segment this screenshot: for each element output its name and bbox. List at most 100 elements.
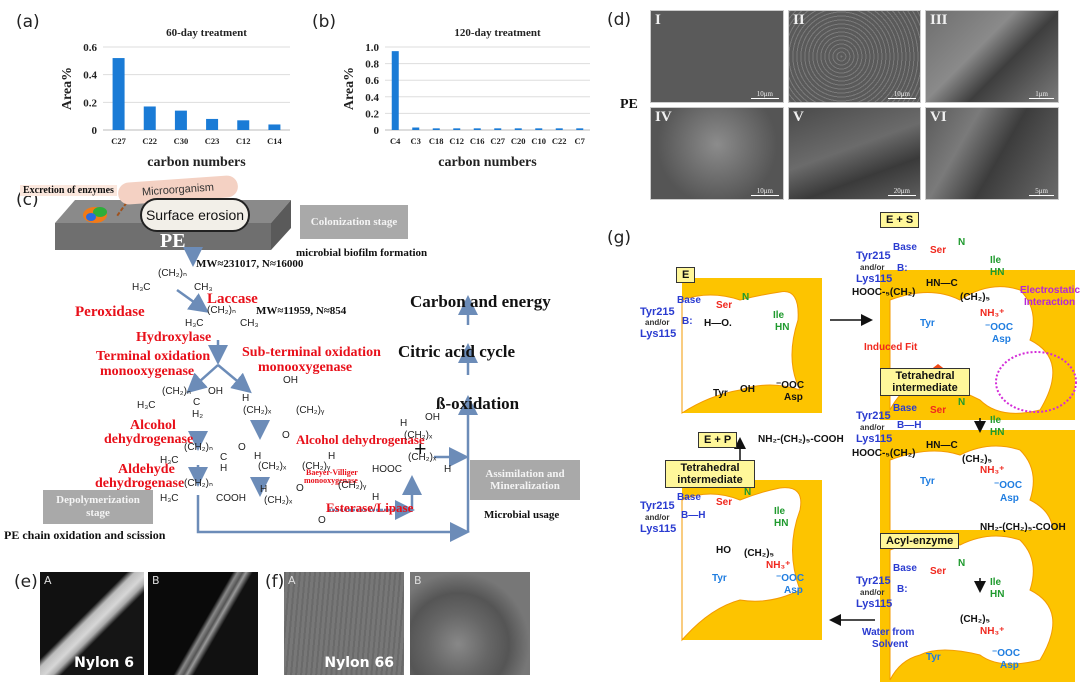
bar-C12 [453, 128, 461, 130]
sem-roman-1: I [655, 12, 661, 28]
ch2x-1: (CH₂)ₓ [243, 405, 272, 416]
panel-label-f: (f) [265, 572, 285, 592]
enzyme-aldehyde-1: Aldehyde [118, 462, 175, 477]
es-tyr215: Tyr215 [856, 250, 891, 262]
panel-label-e: (e) [14, 572, 38, 592]
chart-title: 120-day treatment [454, 27, 541, 39]
es-ile: Ile [990, 255, 1002, 266]
sem-scale-6: 5μm [1029, 187, 1054, 196]
enzyme-peroxidase: Peroxidase [75, 304, 145, 320]
tr-hooc: HOOC-₅(CH₂) [852, 448, 916, 459]
panel-label-d: (d) [607, 10, 632, 30]
bar-C7 [576, 128, 584, 130]
es-andor: and/or [860, 263, 885, 272]
x-tick-label: C30 [174, 136, 189, 146]
tr-hn: HN [990, 427, 1005, 438]
ac-nh: N [958, 558, 966, 569]
h-5: H [260, 484, 268, 495]
sem-roman-2: II [793, 12, 805, 28]
sem-scale-3: 1μm [1029, 90, 1054, 99]
state-tetra-right: Tetrahedral intermediate [880, 368, 970, 396]
nylon6-label-b: B [152, 574, 160, 587]
e-ser: Ser [716, 300, 733, 311]
x-tick-label: C14 [267, 136, 282, 146]
h-6: H [372, 492, 380, 503]
ch2x-4: (CH₂)ₓ [404, 430, 433, 441]
depolymerization-box: Depolymerization stage [43, 490, 153, 524]
es-ser: Ser [930, 245, 947, 256]
sem-image-6: VI 5μm [925, 107, 1059, 200]
h3c-1: H₃C [132, 282, 151, 293]
ac-lys115: Lys115 [856, 598, 893, 610]
es-nh3: NH₃⁺ [980, 308, 1005, 319]
tr-lys115: Lys115 [856, 433, 893, 445]
ch2n-1: (CH₂)ₙ [158, 268, 187, 279]
tl-ile: Ile [774, 506, 786, 517]
x-tick-label: C22 [552, 136, 567, 146]
tr-tyr170: Tyr [920, 476, 935, 487]
y-tick-label: 0.6 [365, 75, 379, 87]
bar-C16 [473, 128, 481, 130]
ac-water-1: Water from [862, 627, 915, 638]
oh-1: OH [208, 386, 223, 397]
tr-ser: Ser [930, 405, 947, 416]
state-acyl: Acyl-enzyme [880, 533, 960, 549]
es-hnc: HN—C [926, 278, 958, 289]
x-tick-label: C12 [449, 136, 464, 146]
x-tick-label: C16 [470, 136, 485, 146]
tl-tyr215: Tyr215 [640, 500, 675, 512]
y-tick-label: 0 [92, 125, 98, 137]
panel-label-b: (b) [312, 12, 337, 32]
sem-image-1: I 10μm [650, 10, 784, 103]
sem-scale-5: 20μm [887, 187, 916, 196]
sem-image-3: III 1μm [925, 10, 1059, 103]
bar-C4 [391, 51, 399, 130]
ac-base: Base [893, 563, 917, 574]
enzyme-subterminal-1: Sub-terminal oxidation [242, 345, 381, 360]
ch2y-3: (CH₂)ᵧ [338, 480, 367, 491]
scission-label: PE chain oxidation and scission [4, 528, 166, 542]
ch3-1: CH₃ [194, 282, 213, 293]
es-induced: Induced Fit [864, 342, 918, 353]
state-ep: E + P [698, 432, 738, 448]
enzyme-alcohol-1: Alcohol [130, 418, 176, 433]
e-base: Base [677, 295, 701, 306]
excretion-label: Excretion of enzymes [20, 185, 117, 196]
h3c-2: H₃C [185, 318, 204, 329]
bar-C10 [535, 128, 543, 130]
nylon66-label-a: A [288, 574, 296, 587]
ch2n-4: (CH₂)ₙ [184, 442, 213, 453]
y-tick-label: 0 [374, 125, 380, 137]
panel-label-a: (a) [16, 12, 40, 32]
product-ep: NH₂-(CH₂)₅-COOH [758, 434, 844, 445]
sem-roman-4: IV [655, 109, 672, 125]
x-tick-label: C27 [111, 136, 126, 146]
ac-b: B: [897, 584, 908, 595]
e-oh: OH [740, 384, 755, 395]
es-lys115: Lys115 [856, 273, 893, 285]
x-tick-label: C10 [531, 136, 546, 146]
bar-C27 [112, 58, 125, 130]
sem-roman-5: V [793, 109, 804, 125]
e-asp: Asp [784, 392, 803, 403]
bar-C23 [206, 118, 219, 130]
tr-hnc: HN—C [926, 440, 958, 451]
e-ho: H—O. [704, 318, 732, 329]
enzyme-laccase: Laccase [207, 291, 258, 307]
tl-bh: B—H [681, 510, 706, 521]
x-tick-label: C22 [142, 136, 157, 146]
y-tick-label: 0.6 [83, 42, 97, 54]
es-ooc: ⁻OOC [985, 322, 1014, 333]
nylon66-image-a: A Nylon 66 [284, 572, 404, 675]
enzyme-terminal-1: Terminal oxidation [96, 349, 211, 364]
enzyme-alcohol-dehydrogenase: Alcohol dehydrogenase [296, 432, 425, 447]
surface-erosion-label: Surface erosion [140, 198, 250, 232]
h2-1: H₂ [192, 409, 204, 420]
bar-C14 [268, 124, 281, 130]
plus-sign: + [414, 436, 427, 461]
product-acyl: NH₂-(CH₂)₅-COOH [980, 522, 1066, 533]
tl-lys115: Lys115 [640, 523, 677, 535]
ch2x-5: (CH₂)ₓ [408, 452, 437, 463]
tl-ch2: (CH₂)₅ [744, 548, 775, 559]
pathway-arrows [176, 247, 478, 542]
